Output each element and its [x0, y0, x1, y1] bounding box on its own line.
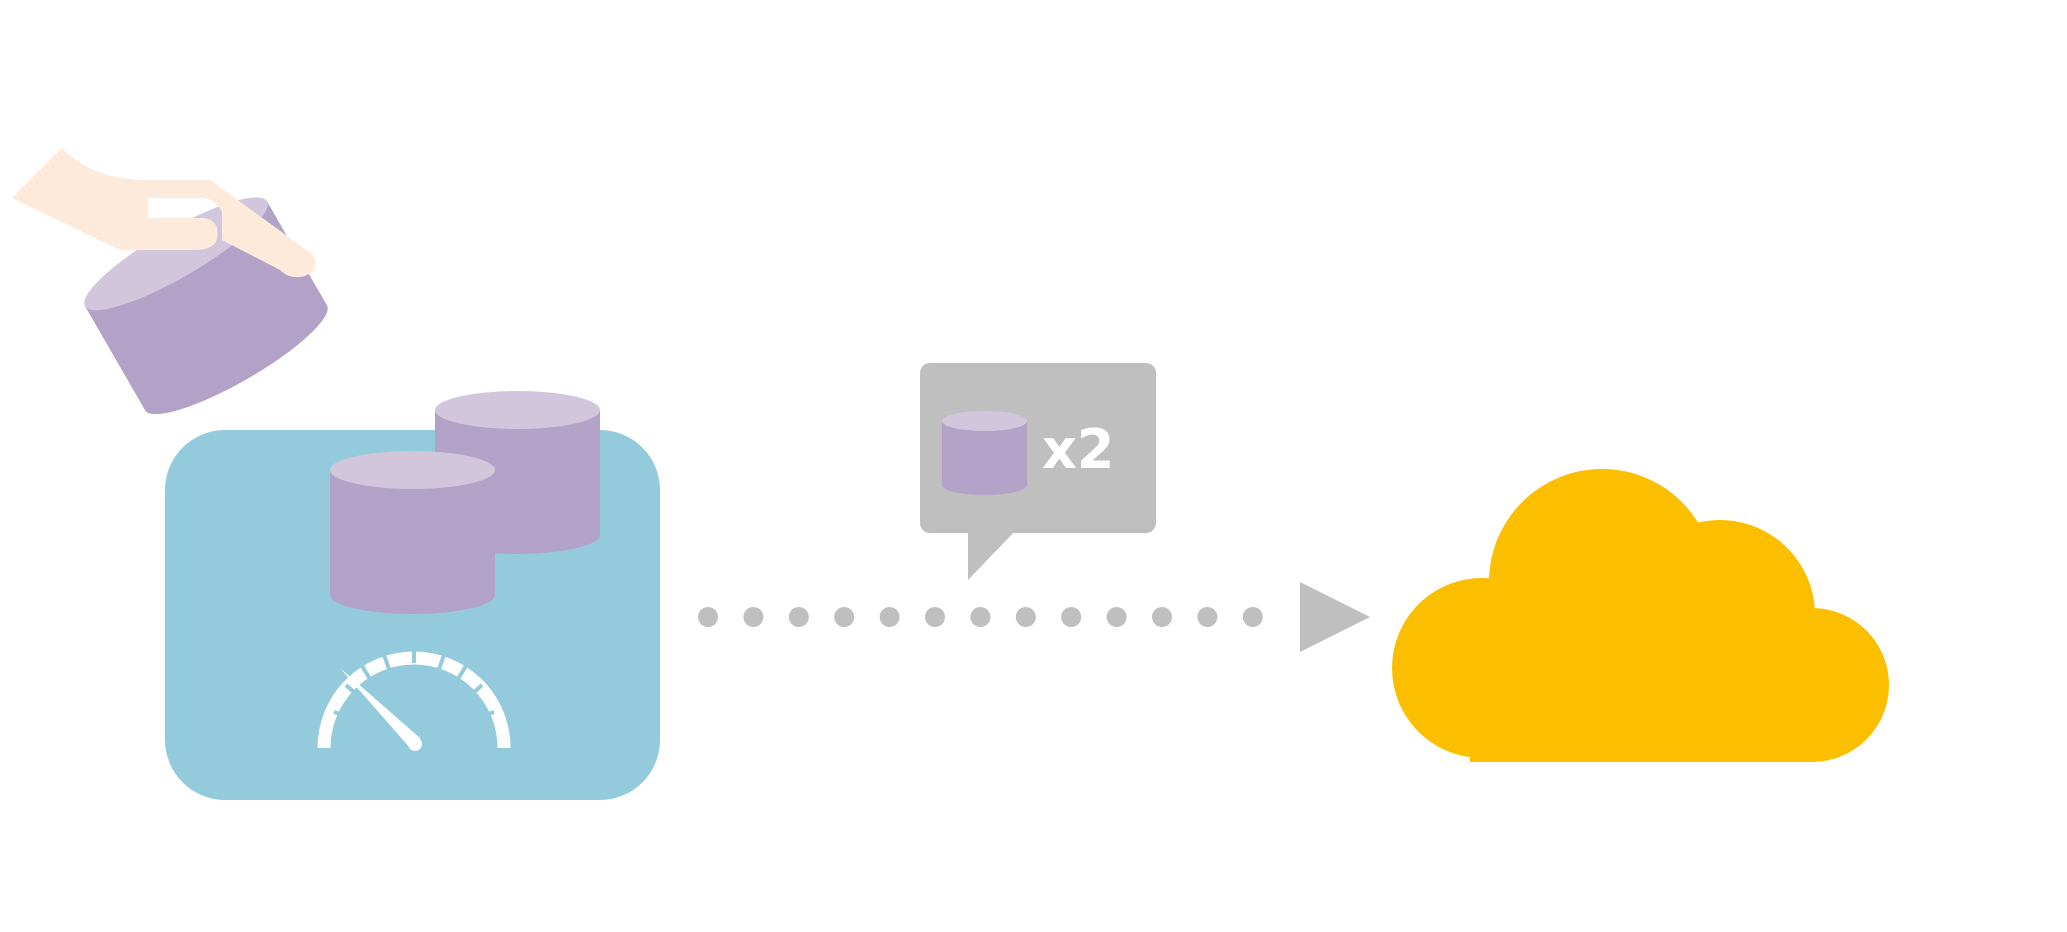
connector-dots: [698, 607, 1263, 627]
connector-dot: [698, 607, 718, 627]
connector-dot: [1242, 607, 1263, 627]
database-icon-front: [330, 451, 495, 614]
cloud-icon: [1392, 469, 1889, 762]
connector-dot: [925, 607, 945, 627]
callout-pointer: [968, 528, 1018, 580]
connector-dot: [788, 607, 809, 627]
connector-dot: [1106, 607, 1127, 627]
connector-dot: [970, 607, 991, 627]
connector-dot: [1015, 607, 1036, 627]
multiplier-label: x2: [1042, 418, 1114, 481]
connector-dot: [1152, 607, 1172, 627]
arrow-icon: [1300, 582, 1370, 652]
connector-dot: [1197, 607, 1218, 627]
connector-dot: [743, 607, 764, 627]
speech-bubble-icon: x2: [920, 363, 1156, 580]
speedometer-needle: [340, 668, 422, 751]
connector-dot: [1061, 607, 1082, 627]
hand-icon: [12, 148, 316, 278]
connector-dot: [879, 607, 900, 627]
connector-dot: [834, 607, 855, 627]
speedometer-ticks: [333, 648, 495, 719]
database-icon-small: [942, 411, 1027, 495]
